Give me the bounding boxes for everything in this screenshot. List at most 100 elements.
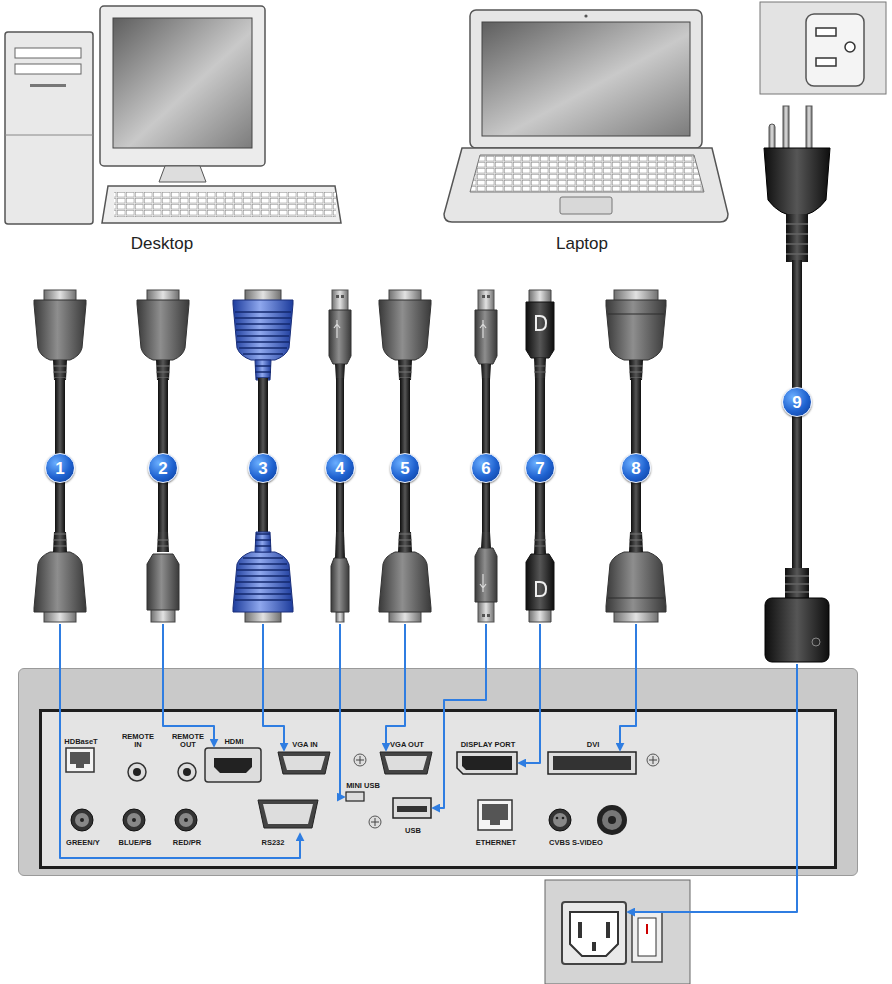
ac-inlet — [632, 912, 662, 962]
ac-inlet — [606, 922, 610, 938]
wall-outlet — [816, 28, 836, 36]
callout-number-text: 7 — [535, 460, 544, 477]
cable-usb — [475, 290, 497, 380]
desktop-computer — [113, 18, 252, 148]
laptop-computer — [560, 197, 612, 214]
desktop-computer — [5, 135, 93, 136]
callout-number: 4 — [325, 453, 355, 483]
wall-outlet — [760, 2, 886, 94]
port-label: BLUE/PB — [113, 839, 157, 847]
port-label: RED/PR — [167, 839, 207, 847]
ac-inlet — [545, 880, 690, 984]
power-cord — [764, 106, 830, 662]
power-cord — [785, 576, 809, 592]
port-label: DISPLAY PORT — [456, 741, 520, 749]
wall-outlet — [816, 58, 836, 66]
cable-mini-usb — [331, 532, 349, 622]
cable-dvi — [606, 290, 666, 380]
ac-inlet — [545, 880, 690, 984]
desktop-computer — [5, 6, 341, 224]
desktop-computer — [100, 6, 265, 166]
cable-vga-out — [379, 532, 431, 622]
cable-vga — [233, 290, 293, 380]
cable-dvi — [606, 532, 666, 622]
desktop-computer — [30, 84, 66, 87]
callout-number: 6 — [471, 453, 501, 483]
callout-number: 9 — [782, 387, 812, 417]
callout-number: 7 — [525, 453, 555, 483]
port-label: REMOTE OUT — [171, 733, 205, 749]
port-label: USB — [398, 827, 428, 835]
desktop-computer — [159, 166, 206, 182]
device-label: Laptop — [512, 234, 652, 254]
port-label: HDBaseT — [59, 738, 103, 746]
cable-rs232 — [34, 532, 86, 622]
callout-number: 2 — [148, 453, 178, 483]
port-label: HDMI — [214, 738, 254, 746]
cable-displayport — [526, 290, 554, 380]
port-label: RS232 — [256, 839, 290, 847]
ac-inlet — [570, 912, 618, 956]
cable-vga — [233, 532, 293, 622]
power-cord — [786, 224, 808, 254]
desktop-computer — [15, 64, 81, 74]
cable-rs232 — [34, 290, 86, 380]
desktop-computer — [5, 32, 93, 224]
cable-vga — [233, 290, 293, 622]
callout-number: 1 — [45, 453, 75, 483]
laptop-computer — [584, 14, 587, 17]
laptop-computer — [444, 10, 728, 222]
wall-outlet — [845, 42, 855, 52]
callout-number-text: 2 — [158, 460, 167, 477]
power-cord — [783, 106, 789, 150]
laptop-computer — [470, 155, 704, 192]
ac-inlet — [562, 902, 626, 964]
port-label: VGA OUT — [387, 741, 427, 749]
callout-number-text: 5 — [400, 460, 409, 477]
power-cord — [765, 598, 829, 662]
port-label: CVBS S-VIDEO — [544, 839, 608, 847]
cable-displayport — [526, 290, 554, 622]
desktop-computer — [102, 186, 341, 223]
cable-usb — [475, 532, 497, 622]
cable-vga-out — [379, 290, 431, 622]
desktop-computer — [15, 48, 81, 58]
power-cord — [764, 148, 830, 216]
cable-displayport — [526, 532, 554, 622]
port-label: VGA IN — [285, 741, 325, 749]
port-label: ETHERNET — [471, 839, 521, 847]
port-label: DVI — [578, 741, 608, 749]
cable-vga-out — [379, 290, 431, 380]
cable-dvi — [606, 290, 666, 622]
callout-number-text: 9 — [792, 394, 801, 411]
wall-outlet — [760, 2, 886, 94]
callout-number-text: 4 — [335, 460, 344, 477]
power-cord — [785, 568, 809, 600]
laptop-computer — [482, 22, 690, 136]
wall-outlet — [806, 14, 864, 86]
callout-number: 5 — [390, 453, 420, 483]
callout-number: 8 — [621, 453, 651, 483]
ac-inlet — [578, 922, 582, 938]
ac-inlet — [592, 942, 596, 951]
callout-number: 3 — [248, 453, 278, 483]
port-label: MINI USB — [345, 782, 381, 790]
projector-rear-panel: HDBaseT REMOTE IN REMOTE OUT HDMI VGA IN VGA … — [18, 668, 858, 876]
port-label: REMOTE IN — [121, 733, 155, 749]
callout-number-text: 6 — [481, 460, 490, 477]
callout-number-text: 8 — [631, 460, 640, 477]
power-cord — [812, 638, 820, 646]
cable-hdmi — [137, 290, 189, 380]
power-cord — [806, 106, 812, 150]
device-label: Desktop — [92, 234, 232, 254]
callout-number-text: 1 — [55, 460, 64, 477]
ac-inlet — [646, 924, 648, 934]
laptop-computer — [470, 10, 702, 148]
cable-mini-usb — [329, 290, 351, 380]
laptop-computer — [444, 148, 728, 222]
power-cord — [786, 214, 808, 262]
cable-hdmi — [147, 532, 179, 622]
port-label: GREEN/Y — [61, 839, 105, 847]
cable-hdmi — [137, 290, 189, 622]
